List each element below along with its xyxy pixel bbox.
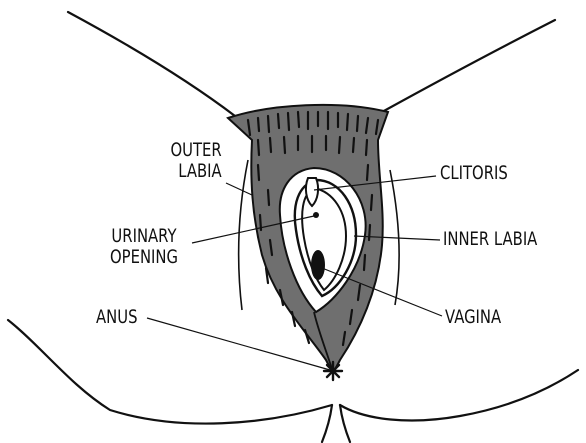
anus-label: ANUS	[96, 307, 137, 328]
anus-mark	[324, 362, 342, 380]
urinary-opening-label: URINARY OPENING	[107, 226, 182, 268]
vagina-label: VAGINA	[445, 307, 501, 328]
urinary-dot	[313, 212, 319, 218]
outer-labia-label-line1: OUTER	[171, 140, 222, 161]
urinary-label-line1: URINARY	[107, 226, 182, 247]
urinary-label-line2: OPENING	[107, 247, 182, 268]
leader-outer-labia	[226, 183, 252, 195]
clitoris-label: CLITORIS	[440, 163, 508, 184]
outer-labia-label: OUTER LABIA	[171, 140, 222, 182]
outer-labia-label-line2: LABIA	[171, 161, 222, 182]
vaginal-opening	[311, 250, 325, 280]
inner-labia-label: INNER LABIA	[443, 229, 537, 250]
